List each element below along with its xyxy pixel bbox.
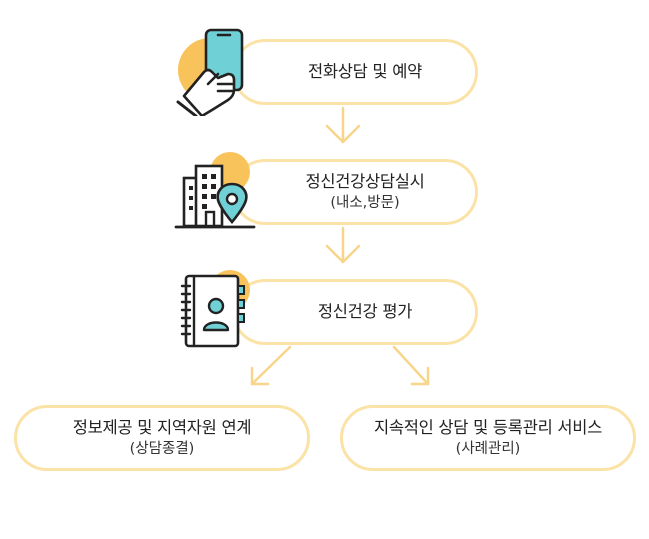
contact-book-icon bbox=[180, 270, 250, 348]
step-label: 정신건강 평가 bbox=[317, 302, 413, 321]
outcome-sublabel: (사례관리) bbox=[455, 441, 521, 457]
step-mental-health-assessment: 정신건강 평가 bbox=[232, 279, 478, 345]
outcome-case-management: 지속적인 상담 및 등록관리 서비스 (사례관리) bbox=[340, 405, 636, 471]
outcome-sublabel: (상담종결) bbox=[129, 441, 195, 457]
arrow-diagonal-left bbox=[250, 345, 292, 386]
step-label: 전화상담 및 예약 bbox=[307, 62, 423, 81]
step-label: 정신건강상담실시 bbox=[305, 172, 425, 191]
outcome-info-linkage: 정보제공 및 지역자원 연계 (상담종결) bbox=[14, 405, 310, 471]
outcome-label: 지속적인 상담 및 등록관리 서비스 bbox=[373, 418, 603, 437]
step-sublabel: (내소,방문) bbox=[330, 195, 400, 211]
building-location-icon bbox=[174, 152, 256, 229]
phone-hand-icon bbox=[176, 28, 244, 116]
outcome-label: 정보제공 및 지역자원 연계 bbox=[72, 418, 252, 437]
arrow-diagonal-right bbox=[392, 345, 430, 386]
step-phone-consult: 전화상담 및 예약 bbox=[232, 39, 478, 105]
step-mental-health-consult: 정신건강상담실시 (내소,방문) bbox=[232, 159, 478, 225]
arrow-down-1 bbox=[325, 106, 361, 144]
arrow-down-2 bbox=[325, 226, 361, 264]
